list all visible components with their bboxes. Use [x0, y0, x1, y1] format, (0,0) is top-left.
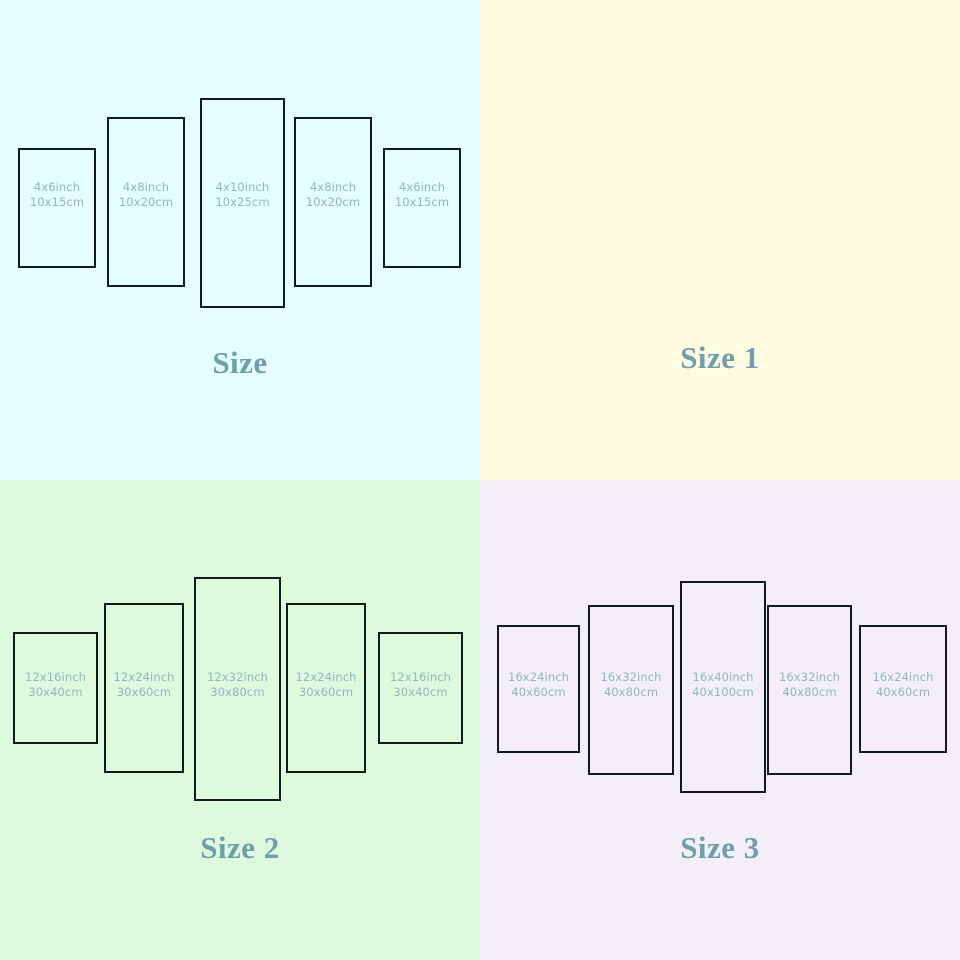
size-panel	[194, 577, 281, 801]
size-panel	[18, 148, 96, 268]
quadrant-title-size: Size	[212, 345, 268, 380]
panel-group-size-1: 8x14inch20x35cm8x18inch20x45cm8x22inch20…	[480, 0, 960, 480]
size-panel	[104, 603, 184, 773]
size-panel	[286, 603, 366, 773]
size-panel	[767, 605, 852, 775]
quadrant-title-size-3: Size 3	[680, 830, 760, 865]
size-panel	[13, 632, 98, 744]
size-panel	[680, 581, 766, 793]
size-panel	[378, 632, 463, 744]
quadrant-title-size-1: Size 1	[680, 340, 760, 375]
size-panel	[383, 148, 461, 268]
size-panel	[200, 98, 285, 308]
size-panel	[294, 117, 372, 287]
size-panel	[859, 625, 947, 753]
size-panel	[497, 625, 580, 753]
quadrant-title-size-2: Size 2	[200, 830, 280, 865]
size-panel	[107, 117, 185, 287]
size-panel	[588, 605, 674, 775]
quadrant-size-1: 8x14inch20x35cm8x18inch20x45cm8x22inch20…	[480, 0, 960, 480]
